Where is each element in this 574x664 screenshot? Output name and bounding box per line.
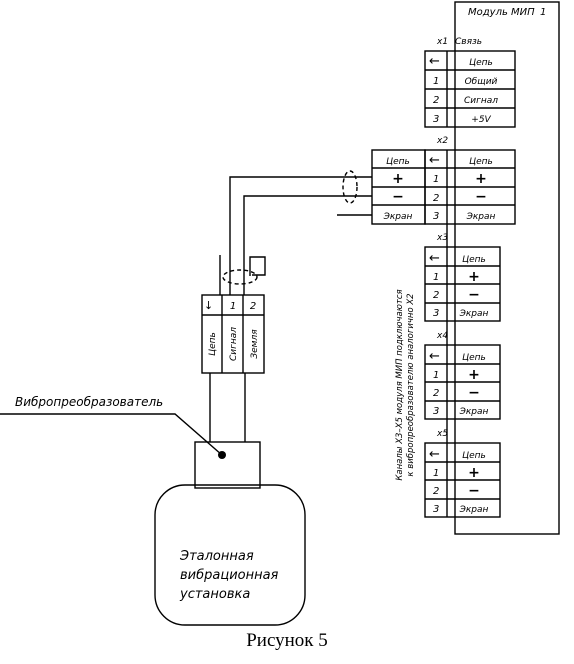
- x4-label: x4: [436, 331, 448, 341]
- x1-text-1: Общий: [465, 77, 498, 87]
- x2-text-1: +: [475, 171, 487, 187]
- x1-label: x1: [436, 37, 448, 47]
- x3-text-2: −: [468, 287, 480, 303]
- sensor-conn-label-1: Сигнал: [229, 327, 239, 361]
- note-line-2: к вибропреобразователю аналогично X2: [406, 293, 416, 476]
- x2-pin-0: ←: [429, 153, 440, 168]
- installation-label-3: установка: [179, 587, 250, 602]
- cable-wires: [219, 176, 372, 295]
- x1-text-3: +5V: [471, 115, 491, 125]
- x1-pin-1: 1: [433, 76, 439, 87]
- sensor-conn-label-2: Земля: [250, 329, 260, 359]
- x4-pin-1: 1: [433, 370, 439, 381]
- sensor-conn-header-2: 2: [250, 301, 256, 312]
- cable-shield: [222, 170, 358, 285]
- x5-pin-0: ←: [429, 447, 440, 462]
- x5-text-3: Экран: [459, 505, 489, 515]
- x1-text-2: Сигнал: [464, 96, 498, 106]
- x5-text-1: +: [468, 465, 480, 481]
- channels-note: Каналы X3–X5 модуля МИП подключаются к в…: [395, 289, 416, 480]
- x4-pin-3: 3: [433, 406, 439, 417]
- x2-block: [371, 149, 516, 225]
- x3-pin-0: ←: [429, 251, 440, 266]
- x2-text-3: Экран: [466, 212, 496, 222]
- x3-pin-3: 3: [433, 308, 439, 319]
- x3-pin-2: 2: [433, 290, 439, 301]
- figure-caption: Рисунок 5: [246, 630, 328, 651]
- x1-text-0: Цепь: [469, 58, 493, 68]
- x4-text-2: −: [468, 385, 480, 401]
- x5-text-0: Цепь: [462, 451, 486, 461]
- x5-label: x5: [436, 429, 448, 439]
- x4-text-1: +: [468, 367, 480, 383]
- x5-text-2: −: [468, 483, 480, 499]
- x4-text-3: Экран: [459, 407, 489, 417]
- x1-pin-3: 3: [433, 114, 439, 125]
- x5-block: [424, 442, 501, 518]
- sensor-conn-header-0: ←: [202, 300, 215, 309]
- x2-pin-2: 2: [433, 193, 439, 204]
- x4-pin-2: 2: [433, 388, 439, 399]
- x2-pin-1: 1: [433, 174, 439, 185]
- x1-block: [424, 50, 516, 128]
- x4-block: [424, 344, 501, 420]
- x4-pin-0: ←: [429, 349, 440, 364]
- x5-pin-3: 3: [433, 504, 439, 515]
- module-title: Модуль МИП: [468, 7, 535, 18]
- installation-label-1: Эталонная: [179, 549, 254, 564]
- x3-pin-1: 1: [433, 272, 439, 283]
- x2-text-0: Цепь: [469, 157, 493, 167]
- sensor-conn-label-0: Цепь: [208, 332, 218, 356]
- x1-pin-2: 2: [433, 95, 439, 106]
- x3-text-0: Цепь: [462, 255, 486, 265]
- sensor-mount-dot: [218, 451, 226, 459]
- x4-text-0: Цепь: [462, 353, 486, 363]
- module-outline: [454, 1, 560, 535]
- x5-pin-2: 2: [433, 486, 439, 497]
- sensor-label: Вибропреобразователь: [15, 395, 163, 409]
- x3-label: x3: [436, 233, 448, 243]
- x2-text-2: −: [475, 189, 487, 205]
- x2-left-0: Цепь: [386, 157, 410, 167]
- sensor-conn-header-1: 1: [230, 301, 236, 312]
- sensor-connector-block: [201, 294, 265, 374]
- x1-suffix: Связь: [455, 37, 482, 47]
- x2-left-1: +: [392, 171, 404, 187]
- note-line-1: Каналы X3–X5 модуля МИП подключаются: [395, 289, 405, 480]
- x3-text-1: +: [468, 269, 480, 285]
- x2-left-3: Экран: [383, 212, 413, 222]
- x1-pin-0: ←: [429, 54, 440, 69]
- x2-pin-3: 3: [433, 211, 439, 222]
- module-number: 1: [540, 7, 546, 18]
- sensor-body: [194, 441, 261, 489]
- x5-pin-1: 1: [433, 468, 439, 479]
- x3-text-3: Экран: [459, 309, 489, 319]
- x3-block: [424, 246, 501, 322]
- installation-label-2: вибрационная: [180, 568, 279, 583]
- installation-body: [154, 484, 306, 626]
- x2-left-2: −: [392, 189, 404, 205]
- x2-label: x2: [436, 136, 448, 146]
